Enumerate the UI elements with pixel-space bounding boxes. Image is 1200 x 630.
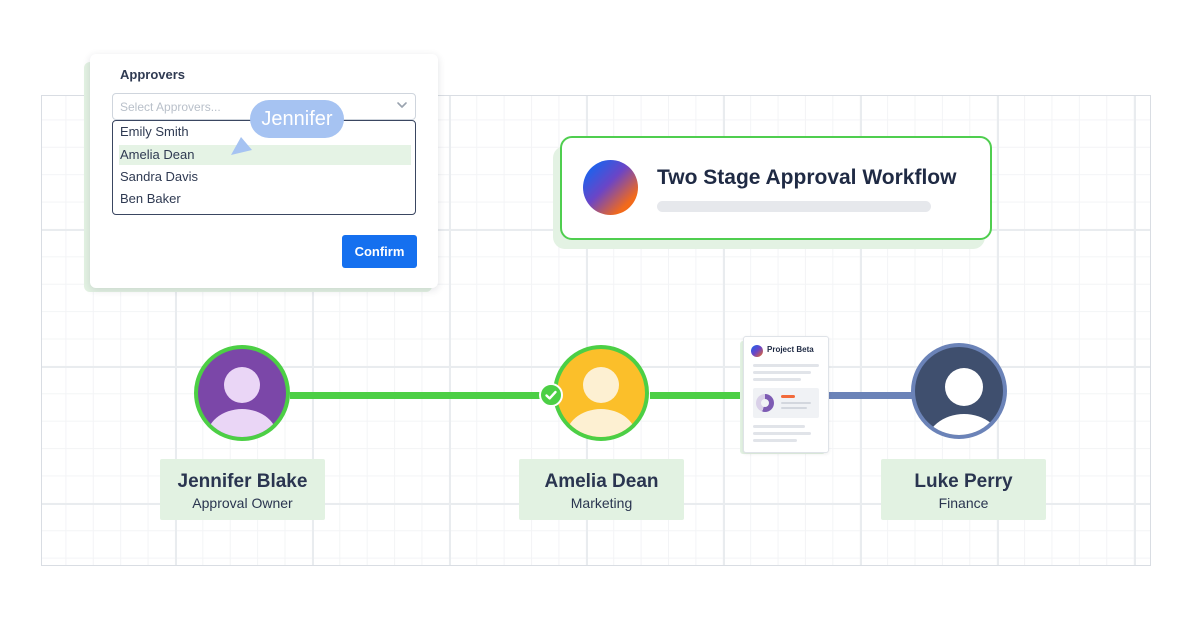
document-chart [753,388,819,418]
document-line [781,402,811,404]
chevron-down-icon[interactable] [396,99,408,111]
workflow-progress-placeholder [657,201,931,212]
option-ben-baker[interactable]: Ben Baker [120,191,181,206]
document-line [753,378,801,381]
document-line [781,407,807,409]
option-emily-smith[interactable]: Emily Smith [120,124,189,139]
approvers-options-list: Emily Smith Amelia Dean Sandra Davis Ben… [112,120,416,215]
donut-chart-icon [756,394,774,412]
workflow-card: Two Stage Approval Workflow [560,136,992,240]
person-card-jennifer-blake: Jennifer Blake Approval Owner [160,459,325,520]
person-name: Luke Perry [914,471,1013,492]
cursor-arrow-icon [231,137,252,155]
connector-pending [826,392,916,399]
connector-approved [290,392,555,399]
person-role: Approval Owner [192,495,293,511]
person-name: Jennifer Blake [177,471,308,492]
person-card-amelia-dean: Amelia Dean Marketing [519,459,684,520]
user-icon [206,367,278,437]
document-line [753,425,805,428]
document-line [753,432,811,435]
select-placeholder: Select Approvers... [120,100,221,114]
option-amelia-dean[interactable]: Amelia Dean [119,145,411,165]
avatar-luke-perry[interactable] [911,343,1007,439]
avatar-jennifer-blake[interactable] [194,345,290,441]
check-icon [539,383,563,407]
person-card-luke-perry: Luke Perry Finance [881,459,1046,520]
user-icon [565,367,637,437]
avatar-amelia-dean[interactable] [553,345,649,441]
confirm-button[interactable]: Confirm [342,235,417,268]
document-line [753,439,797,442]
approvers-card: Approvers Select Approvers... Emily Smit… [90,54,438,288]
connector-approved-to-doc [650,392,745,399]
document-thumbnail[interactable]: Project Beta [743,336,829,453]
person-name: Amelia Dean [544,471,659,492]
workflow-logo-icon [583,160,638,215]
document-line [753,364,819,367]
document-title: Project Beta [767,345,814,354]
workflow-title: Two Stage Approval Workflow [657,166,957,189]
person-role: Finance [938,495,989,511]
collaborator-cursor-label: Jennifer [250,100,344,138]
document-logo-icon [751,345,763,357]
option-sandra-davis[interactable]: Sandra Davis [120,169,199,184]
document-highlight [781,395,795,398]
document-line [753,371,811,374]
approvers-title: Approvers [120,67,186,82]
person-role: Marketing [570,495,633,511]
